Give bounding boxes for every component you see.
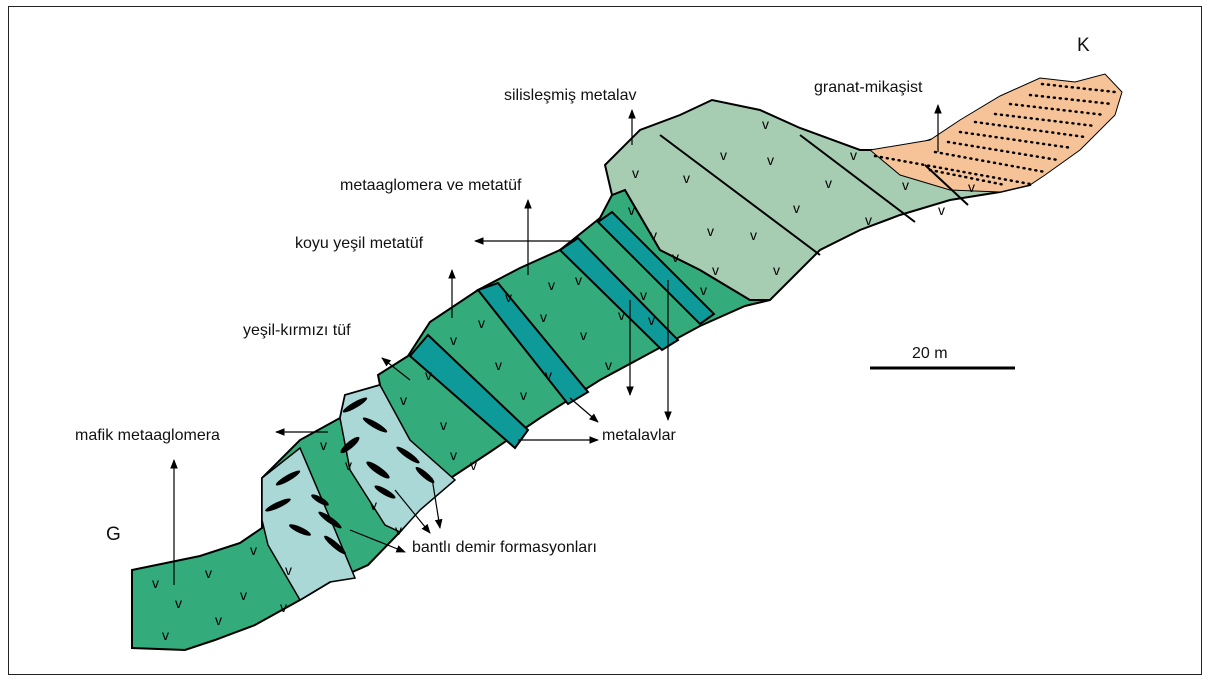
svg-text:v: v [440, 417, 447, 433]
scale-bar-label: 20 m [912, 346, 948, 362]
svg-text:v: v [767, 152, 774, 168]
south-label: G [106, 525, 121, 544]
svg-text:v: v [545, 367, 552, 383]
svg-text:v: v [650, 227, 657, 243]
svg-text:v: v [285, 562, 292, 578]
svg-text:v: v [793, 200, 800, 216]
svg-text:v: v [162, 627, 169, 643]
svg-text:v: v [320, 437, 327, 453]
svg-text:v: v [540, 309, 547, 325]
svg-text:v: v [400, 392, 407, 408]
dark-green-metatuff-label: koyu yeşil metatüf [295, 236, 423, 252]
svg-text:v: v [280, 599, 287, 615]
svg-text:v: v [648, 312, 655, 328]
mafic-metaagglomerate-label: mafik metaaglomera [75, 428, 220, 444]
svg-text:v: v [628, 202, 635, 218]
svg-text:v: v [720, 147, 727, 163]
svg-text:v: v [580, 327, 587, 343]
svg-text:v: v [700, 282, 707, 298]
svg-text:v: v [605, 357, 612, 373]
svg-text:v: v [575, 272, 582, 288]
north-label: K [1077, 36, 1090, 55]
green-red-tuff-label: yeşil-kırmızı tüf [243, 323, 351, 339]
svg-text:v: v [370, 497, 377, 513]
svg-text:v: v [762, 116, 769, 132]
svg-text:v: v [450, 447, 457, 463]
svg-text:v: v [773, 262, 780, 278]
svg-text:v: v [215, 612, 222, 628]
svg-text:v: v [505, 289, 512, 305]
svg-text:v: v [707, 223, 714, 239]
svg-text:v: v [712, 262, 719, 278]
metaagglomerate-metatuff-label: metaaglomera ve metatüf [340, 178, 521, 194]
svg-text:v: v [938, 202, 945, 218]
svg-text:v: v [640, 287, 647, 303]
svg-text:v: v [548, 277, 555, 293]
svg-text:v: v [450, 332, 457, 348]
svg-text:v: v [825, 175, 832, 191]
svg-text:v: v [632, 165, 639, 181]
svg-text:v: v [250, 542, 257, 558]
metalavas-label: metalavlar [602, 428, 676, 444]
svg-text:v: v [618, 307, 625, 323]
svg-text:v: v [478, 315, 485, 331]
svg-text:v: v [395, 522, 402, 538]
svg-text:v: v [750, 227, 757, 243]
svg-text:v: v [968, 179, 975, 195]
silicified-metalava-label: silisleşmiş metalav [504, 88, 636, 104]
svg-text:v: v [152, 575, 159, 591]
svg-text:v: v [865, 212, 872, 228]
garnet-micaschist-label: granat-mikaşist [814, 80, 922, 96]
svg-text:v: v [850, 147, 857, 163]
svg-text:v: v [470, 457, 477, 473]
svg-text:v: v [205, 565, 212, 581]
svg-text:v: v [683, 170, 690, 186]
svg-text:v: v [520, 387, 527, 403]
svg-text:v: v [175, 595, 182, 611]
svg-text:v: v [425, 367, 432, 383]
svg-text:v: v [902, 177, 909, 193]
svg-text:v: v [672, 249, 679, 265]
svg-text:v: v [495, 357, 502, 373]
banded-iron-label: bantlı demir formasyonları [412, 540, 597, 556]
svg-text:v: v [240, 587, 247, 603]
svg-text:v: v [345, 457, 352, 473]
